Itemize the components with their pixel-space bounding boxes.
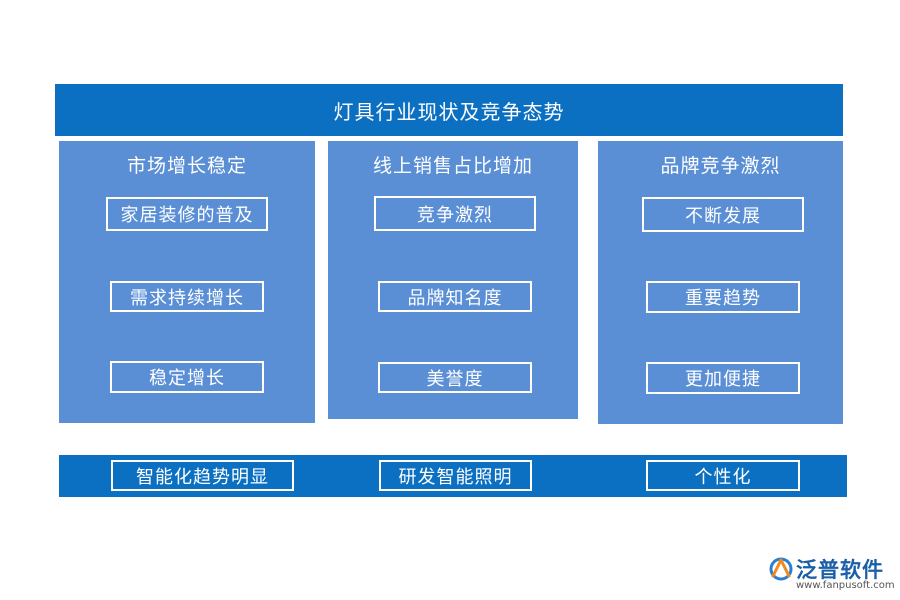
item-box: 更加便捷 — [646, 362, 800, 394]
item-box: 品牌知名度 — [378, 281, 532, 312]
item-box: 重要趋势 — [646, 281, 800, 313]
diagram-title: 灯具行业现状及竞争态势 — [55, 84, 843, 136]
item-box: 不断发展 — [642, 197, 804, 232]
trend-bar: 智能化趋势明显 研发智能照明 个性化 — [59, 455, 847, 497]
trend-box: 个性化 — [646, 460, 800, 491]
item-box: 稳定增长 — [110, 361, 264, 393]
column-heading: 品牌竞争激烈 — [660, 155, 781, 177]
column-heading: 线上销售占比增加 — [372, 155, 533, 177]
logo-name: 泛普软件 — [796, 558, 884, 582]
column-panel-brand-competition: 品牌竞争激烈 不断发展 重要趋势 更加便捷 — [598, 141, 843, 424]
logo-url: www.fanpusoft.com — [796, 580, 895, 591]
column-panel-market-growth: 市场增长稳定 家居装修的普及 需求持续增长 稳定增长 — [59, 141, 315, 423]
column-heading: 市场增长稳定 — [126, 155, 247, 177]
trend-box: 智能化趋势明显 — [111, 460, 294, 491]
column-panel-online-sales: 线上销售占比增加 竞争激烈 品牌知名度 美誉度 — [328, 141, 578, 419]
item-box: 竞争激烈 — [374, 196, 536, 231]
brand-logo: 泛普软件 www.fanpusoft.com — [768, 552, 898, 598]
item-box: 家居装修的普及 — [106, 197, 268, 231]
item-box: 美誉度 — [378, 362, 532, 393]
trend-box: 研发智能照明 — [379, 460, 532, 491]
logo-icon — [769, 557, 793, 581]
item-box: 需求持续增长 — [110, 281, 264, 312]
